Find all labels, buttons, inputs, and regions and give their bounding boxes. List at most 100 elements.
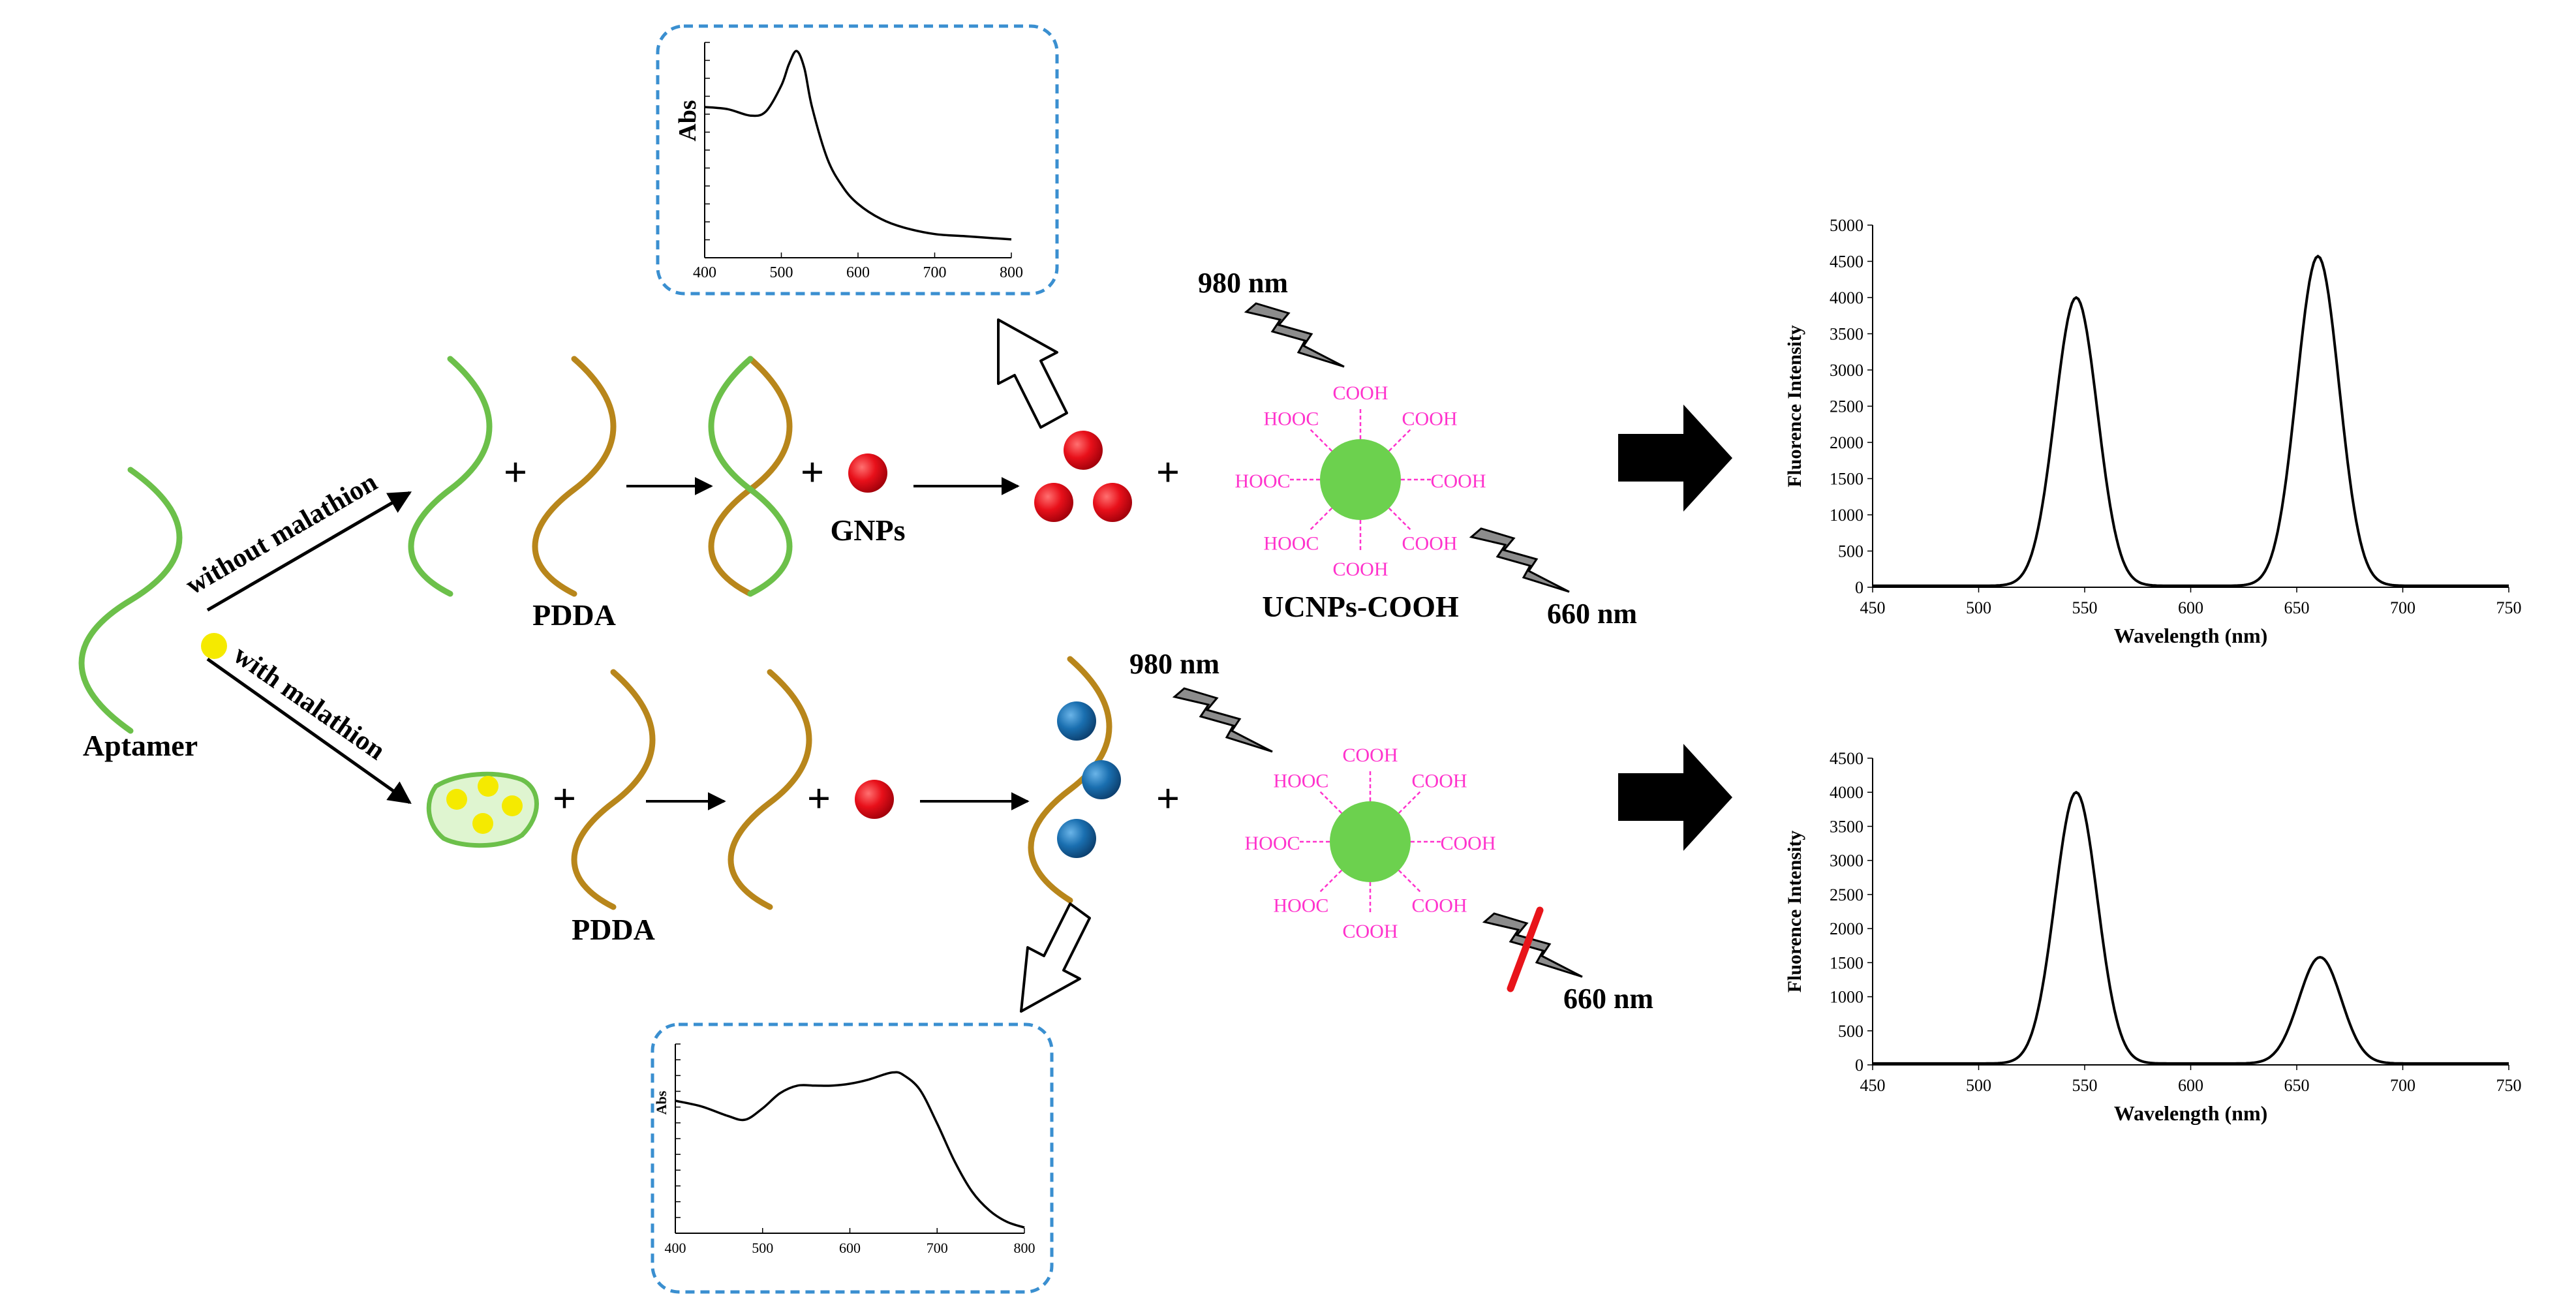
abs-inset-bottom-frame bbox=[651, 1022, 1054, 1294]
hollow-arrow-up bbox=[997, 318, 1068, 429]
laser-660-label-top: 660 nm bbox=[1547, 598, 1637, 630]
x-tick-label: 750 bbox=[2496, 598, 2522, 617]
ligand-line bbox=[1319, 790, 1343, 814]
cooh-label: COOH bbox=[1440, 833, 1495, 854]
fluorescence-curve bbox=[1873, 790, 2509, 1065]
x-tick-label: 650 bbox=[2284, 1076, 2310, 1095]
x-tick-label: 550 bbox=[2072, 1076, 2098, 1095]
pdda-strand-top bbox=[532, 356, 617, 597]
ligand-line bbox=[1398, 790, 1422, 814]
gnp-aggregate bbox=[1034, 431, 1132, 522]
pdda-label-top: PDDA bbox=[532, 598, 616, 632]
ucnps-label: UCNPs-COOH bbox=[1262, 590, 1459, 623]
x-tick-label: 400 bbox=[693, 264, 716, 281]
cooh-label: HOOC bbox=[1244, 833, 1300, 854]
y-tick-label: 2500 bbox=[1830, 397, 1863, 416]
x-tick-label: 550 bbox=[2072, 598, 2098, 617]
cooh-label: HOOC bbox=[1273, 771, 1328, 792]
laser-980-label-top: 980 nm bbox=[1198, 267, 1288, 299]
cooh-label: COOH bbox=[1332, 382, 1388, 404]
y-tick-label: 4000 bbox=[1830, 783, 1863, 802]
y-tick-label: 1500 bbox=[1830, 470, 1863, 489]
pdda-strand-bottom-2 bbox=[728, 669, 812, 910]
big-arrow-top bbox=[1618, 405, 1732, 512]
x-tick-label: 600 bbox=[839, 1240, 861, 1256]
y-tick-label: 5000 bbox=[1830, 216, 1863, 235]
cooh-label: COOH bbox=[1332, 559, 1388, 580]
fluorescence-curve bbox=[1873, 254, 2509, 587]
y-tick-label: 3000 bbox=[1830, 361, 1863, 380]
y-tick-label: 3000 bbox=[1830, 852, 1863, 870]
aptamer-pdda-complex bbox=[708, 356, 793, 597]
big-arrow-bottom bbox=[1618, 744, 1732, 851]
y-tick-label: 3500 bbox=[1830, 817, 1863, 836]
plus-sign: + bbox=[1156, 775, 1180, 821]
y-tick-label: 4000 bbox=[1830, 288, 1863, 307]
pdda-gnp-complex bbox=[1028, 656, 1121, 904]
cooh-label: COOH bbox=[1430, 470, 1486, 492]
x-tick-label: 500 bbox=[1966, 598, 1991, 617]
hollow-arrow-down bbox=[1020, 902, 1091, 1013]
ligand-line bbox=[1398, 869, 1422, 893]
y-tick-label: 2000 bbox=[1830, 433, 1863, 452]
without-malathion-label: without malathion bbox=[181, 467, 382, 601]
x-axis-label: Wavelength (nm) bbox=[2114, 1101, 2268, 1125]
abs-curve bbox=[675, 1071, 1025, 1229]
pdda-label-bottom: PDDA bbox=[572, 913, 655, 946]
aptamer-label: Aptamer bbox=[83, 729, 198, 762]
laser-980-bolt-top bbox=[1244, 302, 1345, 368]
ligand-line bbox=[1309, 507, 1333, 531]
gnp-particle bbox=[855, 780, 894, 819]
x-axis-label: Wavelength (nm) bbox=[2114, 624, 2268, 647]
cooh-label: COOH bbox=[1412, 771, 1467, 792]
x-tick-label: 600 bbox=[2178, 598, 2203, 617]
x-tick-label: 800 bbox=[1000, 264, 1023, 281]
y-tick-label: 1500 bbox=[1830, 953, 1863, 972]
x-tick-label: 400 bbox=[665, 1240, 686, 1256]
malathion-dot bbox=[201, 633, 227, 659]
x-tick-label: 500 bbox=[1966, 1076, 1991, 1095]
plus-sign: + bbox=[553, 775, 576, 821]
y-tick-label: 2000 bbox=[1830, 919, 1863, 938]
plus-sign: + bbox=[1156, 449, 1180, 495]
laser-980-bolt-bottom bbox=[1172, 687, 1273, 753]
x-tick-label: 800 bbox=[1014, 1240, 1035, 1256]
y-axis-label: Abs bbox=[674, 100, 701, 141]
gnp-particle bbox=[848, 453, 887, 493]
x-tick-label: 600 bbox=[846, 264, 870, 281]
cooh-label: COOH bbox=[1402, 408, 1458, 430]
x-tick-label: 700 bbox=[2390, 1076, 2415, 1095]
y-tick-label: 4500 bbox=[1830, 253, 1863, 271]
plus-sign: + bbox=[504, 449, 527, 495]
plus-sign: + bbox=[801, 449, 824, 495]
y-axis-label: Fluorence Intensity bbox=[1784, 325, 1805, 487]
cooh-label: HOOC bbox=[1273, 895, 1328, 916]
x-tick-label: 650 bbox=[2284, 598, 2310, 617]
y-axis-label: Abs bbox=[653, 1090, 669, 1114]
fluorescence-chart-top: 0500100015002000250030003500400045005000… bbox=[1784, 216, 2522, 647]
x-tick-label: 700 bbox=[923, 264, 947, 281]
blocked-emission-bar bbox=[1507, 906, 1544, 992]
laser-660-bolt-bottom bbox=[1482, 912, 1583, 978]
ligand-line bbox=[1388, 428, 1412, 452]
y-tick-label: 500 bbox=[1838, 542, 1863, 561]
arrow-without-malathion bbox=[206, 491, 412, 612]
y-tick-label: 1000 bbox=[1830, 988, 1863, 1007]
cooh-label: COOH bbox=[1342, 921, 1398, 942]
cooh-label: HOOC bbox=[1234, 470, 1290, 492]
y-tick-label: 3500 bbox=[1830, 325, 1863, 344]
with-malathion-label: with malathion bbox=[228, 640, 390, 767]
y-axis-label: Fluorence Intensity bbox=[1784, 831, 1805, 993]
arrow-with-malathion bbox=[206, 657, 412, 805]
ligand-line bbox=[1319, 869, 1343, 893]
y-tick-label: 2500 bbox=[1830, 885, 1863, 904]
x-tick-label: 700 bbox=[927, 1240, 948, 1256]
x-tick-label: 600 bbox=[2178, 1076, 2203, 1095]
abs-inset-top-frame bbox=[656, 24, 1059, 296]
y-tick-label: 0 bbox=[1855, 1056, 1863, 1075]
abs-curve bbox=[704, 50, 1012, 241]
plus-sign: + bbox=[807, 775, 831, 821]
